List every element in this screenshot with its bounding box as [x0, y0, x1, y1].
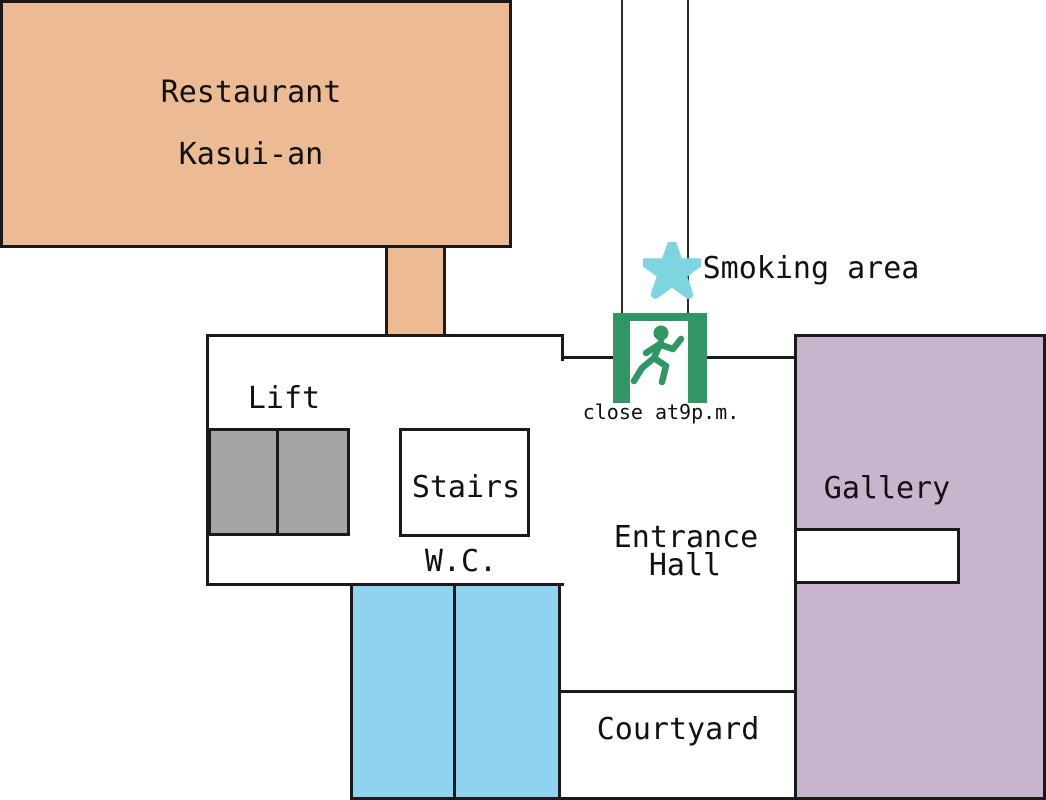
restaurant-corridor	[385, 248, 446, 336]
wc-divider-wall	[453, 586, 456, 797]
entrance-hall-label-line2: Hall	[648, 548, 722, 583]
hall-step-wall	[561, 334, 564, 361]
exit-close-note: close at9p.m.	[582, 400, 740, 424]
stairs-box	[399, 428, 530, 537]
gallery-label: Gallery	[823, 471, 951, 506]
restaurant-label-line1: Restaurant	[160, 75, 342, 110]
courtyard-bottom-wall	[561, 797, 797, 800]
stairs-label: Stairs	[411, 470, 521, 505]
courtyard-top-wall	[561, 690, 797, 693]
walkway-line-right	[687, 0, 689, 315]
restaurant-label-line2: Kasui-an	[178, 137, 324, 172]
room-restaurant	[0, 0, 512, 248]
wc-label: W.C.	[424, 544, 498, 579]
courtyard-label: Courtyard	[596, 712, 760, 747]
hall-left-wall	[206, 334, 209, 586]
hall-bottom-wall	[206, 583, 564, 586]
lift-label: Lift	[247, 381, 321, 416]
smoking-area-star-icon	[640, 238, 704, 300]
gallery-entrance-opening	[794, 528, 960, 584]
exit-sign-icon	[613, 313, 707, 403]
lift-divider-wall	[276, 428, 279, 536]
smoking-area-label: Smoking area	[702, 251, 920, 286]
entrance-hall-label-line1: Entrance	[613, 520, 759, 555]
lift-shafts	[208, 428, 350, 536]
hall-top-wall	[206, 334, 564, 337]
walkway-line-left	[621, 0, 623, 315]
